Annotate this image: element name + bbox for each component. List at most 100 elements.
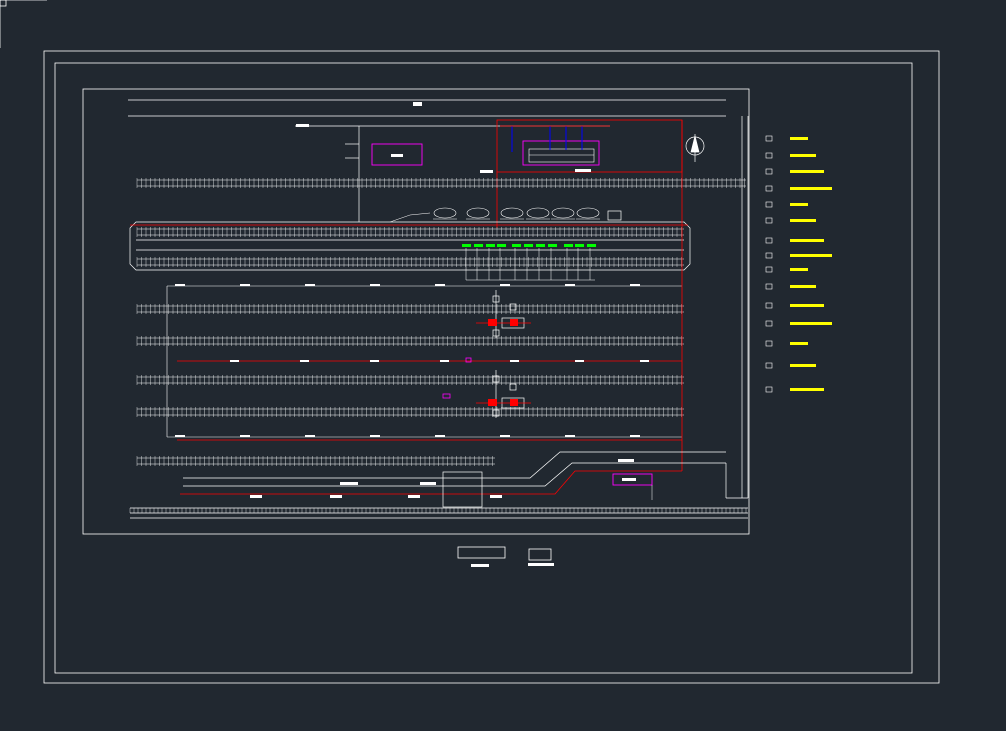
legend-label: [790, 322, 832, 325]
hydrant-box-icon: [765, 152, 773, 159]
track-6: [136, 375, 684, 385]
legend-label: [790, 239, 824, 242]
lower-site: [130, 451, 748, 519]
loop-tick: [500, 435, 510, 437]
tank-car: [433, 207, 457, 220]
hydrant-label: [536, 244, 545, 247]
drawing-frames: [43, 50, 940, 684]
track-7: [136, 407, 684, 417]
legend-label: [790, 219, 816, 222]
boundary-ticks: [129, 508, 747, 513]
site-plan-viewport[interactable]: [82, 88, 750, 535]
legend-label: [790, 285, 816, 288]
cursor-crosshair: [0, 0, 47, 48]
loop-tick: [240, 435, 250, 437]
loop-tick: [565, 284, 575, 286]
cart-extinguisher-icon: [765, 302, 773, 309]
loop-tick: [240, 284, 250, 286]
main-tick: [230, 360, 239, 362]
marker-magenta-2: [442, 393, 451, 399]
loop-pipes: [166, 285, 682, 438]
hydrant-label: [564, 244, 573, 247]
valve-well-icon: [765, 185, 773, 192]
tank-car: [526, 207, 550, 220]
loop-tick: [630, 284, 640, 286]
legend-label: [790, 254, 832, 257]
legend-label: [790, 187, 832, 190]
track-5: [136, 336, 684, 346]
dashed-pipe-icon: [765, 386, 773, 393]
track-8: [136, 456, 495, 466]
legend: [765, 135, 832, 393]
crossing-2[interactable]: [476, 370, 531, 418]
road-label-bottom: [618, 459, 634, 462]
legend-label: [790, 170, 824, 173]
fire-hydrant-icon: [765, 168, 773, 175]
legend-label: [790, 154, 816, 157]
pump-house-area[interactable]: [480, 119, 683, 228]
hydrant-label: [587, 244, 596, 247]
tank-car: [576, 207, 600, 220]
hydrant-label: [524, 244, 533, 247]
title-label-1: [471, 564, 489, 567]
fire-main-labels: [250, 495, 502, 498]
main-tick: [440, 360, 449, 362]
building-bottom[interactable]: [612, 473, 653, 486]
railway-tracks: [136, 178, 746, 466]
track-4: [136, 304, 684, 314]
marker-magenta-1: [465, 357, 472, 363]
pentagon-icon: [765, 217, 773, 224]
hydrant-label: [474, 244, 483, 247]
loop-tick: [305, 284, 315, 286]
loop-tick: [435, 435, 445, 437]
main-tick: [575, 360, 584, 362]
building-top[interactable]: [371, 143, 423, 166]
legend-label: [790, 304, 824, 307]
control-booth[interactable]: [607, 210, 622, 221]
main-tick: [510, 360, 519, 362]
main-tick: [640, 360, 649, 362]
title-label-2: [528, 563, 554, 566]
outer-frame: [43, 50, 940, 684]
portable-extinguisher-icon: [765, 283, 773, 290]
loop-tick: [175, 435, 185, 437]
valve-icon: [765, 135, 773, 142]
track-2: [136, 227, 684, 237]
legend-label: [790, 268, 808, 271]
loop-tick: [305, 435, 315, 437]
hydrant-label: [486, 244, 495, 247]
inner-frame: [54, 62, 913, 674]
loop-tick: [565, 435, 575, 437]
legend-label: [790, 388, 824, 391]
title-block[interactable]: [457, 546, 552, 561]
fire-main-line-icon: [765, 237, 773, 244]
crossing-equipment[interactable]: [175, 284, 649, 437]
foam-nozzle-icon: [765, 201, 773, 208]
road-label-lower-1: [340, 482, 358, 485]
loop-tick: [370, 284, 380, 286]
road-label-lower-2: [420, 482, 436, 485]
tank-car: [500, 207, 524, 220]
legend-label: [790, 364, 816, 367]
crossing-1[interactable]: [476, 290, 531, 338]
main-tick: [300, 360, 309, 362]
track-1: [136, 178, 746, 188]
hydrant-label: [575, 244, 584, 247]
hydrant-label: [548, 244, 557, 247]
loop-tick: [500, 284, 510, 286]
control-cabinet-icon: [765, 340, 773, 347]
loop-tick: [435, 284, 445, 286]
loop-tick: [370, 435, 380, 437]
hydrant-drop-lines: [465, 248, 595, 281]
hydrant-labels: [462, 244, 596, 247]
track-3: [136, 257, 684, 267]
north-arrow-icon: [685, 134, 705, 162]
water-pump-icon: [765, 320, 773, 327]
hydrant-label: [462, 244, 471, 247]
road-label-side: [296, 124, 309, 127]
tank-car: [466, 207, 490, 220]
loading-platform[interactable]: [129, 221, 691, 271]
fire-main-label: [490, 495, 502, 498]
alarm-panel-icon: [765, 362, 773, 369]
site-roads: [128, 99, 749, 499]
